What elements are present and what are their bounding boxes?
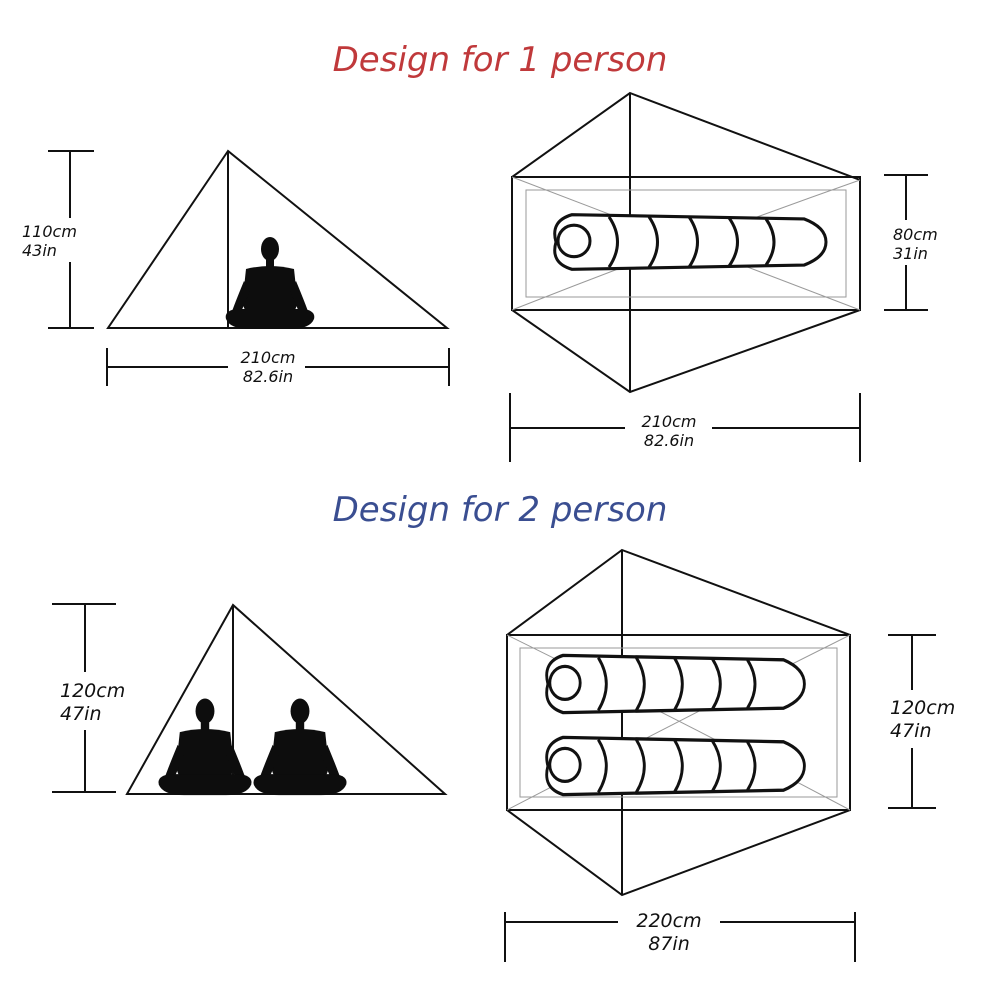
top-length-label-one-person: 210cm 82.6in [626,412,712,450]
top-length-cm: 210cm [641,412,697,431]
side-height-in: 47in [60,703,102,725]
side-height-label-one-person: 110cm 43in [22,222,77,260]
sleeping-bag-lower [545,735,807,797]
side-height-label-two-person: 120cm 47in [60,680,125,726]
title-two-person: Design for 2 person [332,490,668,530]
side-width-cm: 210cm [240,348,296,367]
side-width-label-one-person: 210cm 82.6in [228,348,308,386]
side-height-cm: 120cm [60,680,126,702]
side-height-in: 43in [22,241,57,260]
top-length-cm: 220cm [636,910,702,932]
top-width-label-one-person: 80cm 31in [893,225,938,263]
top-width-in: 31in [893,244,928,263]
top-width-cm: 80cm [893,225,938,244]
sleeping-bag-pair [545,653,807,797]
top-length-label-two-person: 220cm 87in [618,910,720,956]
top-view-two-person [504,548,936,962]
top-width-label-two-person: 120cm 47in [890,697,955,743]
person-silhouette-pair [158,698,347,796]
top-length-in: 82.6in [643,431,695,450]
top-width-cm: 120cm [890,697,956,719]
top-width-in: 47in [890,720,932,742]
person-silhouette [225,237,315,329]
top-length-in: 87in [648,933,690,955]
side-height-cm: 110cm [22,222,77,241]
person-silhouette-right [253,698,347,796]
side-width-in: 82.6in [242,367,294,386]
top-view-one-person [509,91,928,462]
title-one-person: Design for 1 person [332,40,668,80]
sleeping-bag-upper [545,653,807,715]
sleeping-bag [553,213,828,271]
